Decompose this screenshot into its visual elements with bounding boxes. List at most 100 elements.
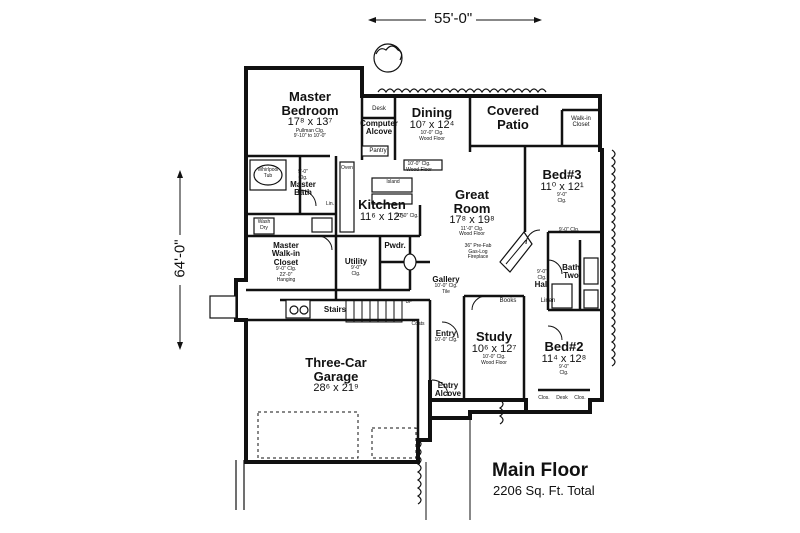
interior-walls <box>246 96 600 400</box>
bed3-note-2: Clg. <box>557 197 567 204</box>
room-entry: Entry 10'-0" Clg. <box>428 329 464 344</box>
great-room-name-1: Great <box>455 187 489 202</box>
island-label: Island <box>386 179 400 185</box>
room-bath-two: Bath Two <box>556 263 586 281</box>
stair-treads <box>353 300 395 322</box>
kitchen-size: 11⁶ x 12⁵ <box>359 210 405 223</box>
bed2-note-2: Clg. <box>559 369 569 376</box>
master-walkin-name-2: Walk-in <box>271 249 301 259</box>
room-bed-3: Bed#3 11⁰ x 12¹ 9'-0" Clg. <box>532 168 592 204</box>
master-bath-name-2: Bath <box>294 188 312 198</box>
fireplace-text-3: Fireplace <box>467 254 489 260</box>
garage-name-2: Garage <box>313 368 359 384</box>
bed2-closet-right: Clos. <box>574 395 586 401</box>
stairs-up-label: UP <box>405 299 413 305</box>
gallery-note-1: 10'-0" Clg. <box>434 283 458 290</box>
hall-name: Hall <box>534 280 550 289</box>
whirlpool-name-2: Tub <box>263 172 273 179</box>
wash-name-1: Wash <box>257 219 271 225</box>
bath-two-name-1: Bath <box>562 263 580 272</box>
kitchen-ceiling-note-top: 10'-0" Clg. <box>407 161 431 167</box>
hall-note-1: 9'-0" <box>537 269 547 275</box>
dining-note-1: 10'-0" Clg. <box>420 130 444 137</box>
utility-note-2: Clg. <box>351 270 361 277</box>
entry-note: 10'-0" Clg. <box>434 337 458 344</box>
master-bedroom-note-1: Pullman Clg. <box>295 127 325 134</box>
room-computer-alcove: Computer Alcove <box>360 119 398 137</box>
room-hall: 9'-0" Clg. Hall <box>530 269 554 289</box>
landscape-shrubs <box>235 88 616 510</box>
width-dimension-label: 55'-0" <box>434 10 473 27</box>
covered-patio-name-1: Covered <box>486 103 540 118</box>
master-bath-name-1: Master <box>290 180 316 189</box>
great-room-name-2: Room <box>453 200 491 216</box>
study-size: 10⁶ x 12⁷ <box>471 342 517 355</box>
room-dining: Dining 10⁷ x 12⁴ 10'-0" Clg. Wood Floor <box>400 106 464 142</box>
master-walkin-name-1: Master <box>273 241 299 250</box>
computer-alcove-name-1: Computer <box>360 119 398 128</box>
computer-alcove-desk: Desk <box>372 106 386 112</box>
study-note-2: Wood Floor <box>481 359 507 366</box>
room-utility: Utility 9'-0" Clg. <box>338 257 374 277</box>
room-master-bedroom: Master Bedroom 17⁸ x 13⁷ Pullman Clg. 9'… <box>268 90 352 140</box>
entry-name: Entry <box>435 329 457 338</box>
master-bath-note-1: 9'-0" <box>298 169 308 175</box>
master-bath-linen: Lin. <box>325 201 335 207</box>
dining-note-2: Wood Floor <box>419 135 445 142</box>
kitchen-ceiling-note: 10'-0" Clg. <box>395 213 419 219</box>
bed3-name: Bed#3 <box>542 167 582 182</box>
hall-ceiling-note: 9'-0" Clg. <box>558 227 580 233</box>
computer-alcove-name-2: Alcove <box>365 127 393 137</box>
books-label: Books <box>499 298 517 304</box>
study-name: Study <box>475 329 513 344</box>
bath-two-name-2: Two <box>563 271 579 281</box>
entry-alcove-name-2: Alcove <box>434 389 462 399</box>
master-bedroom-name-2: Bedroom <box>281 102 339 118</box>
pantry-label: Pantry <box>369 148 387 154</box>
floor-title: Main Floor <box>492 460 589 481</box>
master-bedroom-name-1: Master <box>289 89 331 104</box>
room-wash-dry: Wash Dry <box>252 219 276 231</box>
master-bedroom-size: 17⁸ x 13⁷ <box>287 116 333 129</box>
room-entry-alcove: Entry Alcove <box>430 381 466 399</box>
great-room-note-2: Wood Floor <box>459 231 485 238</box>
fixtures <box>249 145 599 319</box>
room-covered-patio: Covered Patio <box>476 104 550 131</box>
great-room-size: 17⁸ x 19⁸ <box>449 214 495 227</box>
depth-dimension-label: 64'-0" <box>171 239 189 278</box>
whirlpool-name-1: Whirlpool <box>257 167 279 173</box>
bed3-size: 11⁰ x 12¹ <box>540 180 584 193</box>
garage-name-1: Three-Car <box>305 355 367 370</box>
fireplace-text-1: 36" Pre-Fab <box>464 243 492 249</box>
room-powder: Pwdr. <box>384 241 406 250</box>
utility-name: Utility <box>344 257 368 266</box>
covered-patio-name-2: Patio <box>497 116 529 132</box>
kitchen-name: Kitchen <box>358 197 406 212</box>
room-walkin-closet-bed3: Walk-in Closet <box>564 116 598 129</box>
width-dimension-line <box>368 17 542 23</box>
master-bedroom-note-2: 9'-10" to 10'-0" <box>293 133 327 140</box>
room-gallery: Gallery 10'-0" Clg. Tile <box>424 275 468 295</box>
walkin-closet-bed3-name-2: Closet <box>572 122 590 129</box>
gallery-name: Gallery <box>432 275 460 284</box>
room-linen: Linen <box>540 298 556 304</box>
master-bath-note-2: Clg. <box>298 174 308 181</box>
study-note-1: 10'-0" Clg. <box>482 354 506 361</box>
room-coats: Coats <box>411 321 425 327</box>
floor-square-footage: 2206 Sq. Ft. Total <box>493 483 595 498</box>
room-master-walkin-closet: Master Walk-in Closet 9'-0" Clg. 22'-0" … <box>258 241 314 284</box>
door-swings <box>299 189 563 397</box>
bed3-note-1: 9'-0" <box>557 192 567 199</box>
great-room-note-1: 11'-0" Clg. <box>460 225 484 232</box>
bed2-note-1: 9'-0" <box>559 364 569 371</box>
bed2-size: 11⁴ x 12⁸ <box>541 352 587 365</box>
room-bed-2: Bed#2 11⁴ x 12⁸ 9'-0" Clg. <box>534 340 594 376</box>
depth-dimension-line <box>177 170 183 350</box>
room-whirlpool-tub: Whirlpool Tub <box>252 167 284 179</box>
master-walkin-note-1: 9'-0" Clg. <box>275 266 297 273</box>
room-great-room: Great Room 17⁸ x 19⁸ 11'-0" Clg. Wood Fl… <box>436 188 508 238</box>
room-study: Study 10⁶ x 12⁷ 10'-0" Clg. Wood Floor <box>466 330 522 366</box>
room-garage: Three-Car Garage 28⁶ x 21⁹ <box>294 356 378 395</box>
utility-note-1: 9'-0" <box>351 265 361 272</box>
